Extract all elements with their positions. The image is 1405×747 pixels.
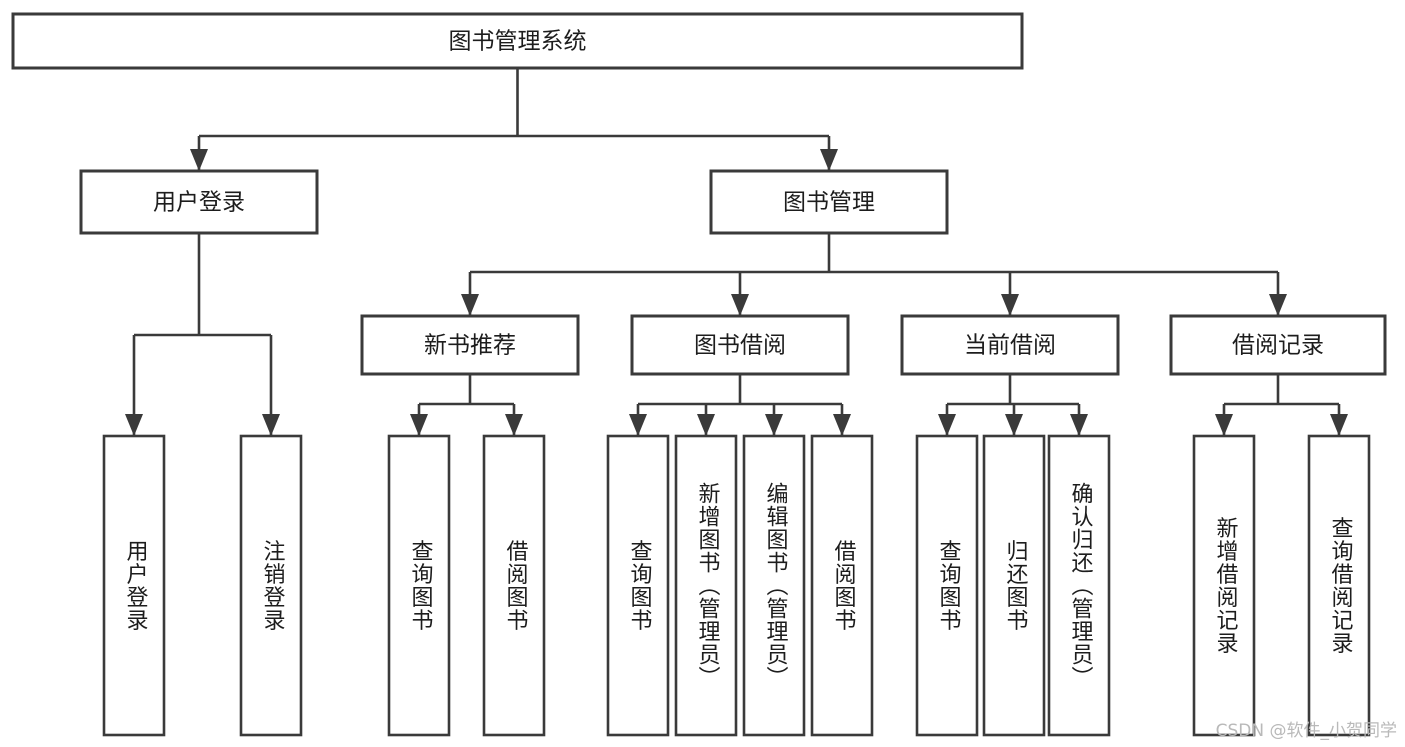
node-label-leaf-add-record: 新增借阅记录 (1213, 517, 1239, 655)
node-label-leaf-confirm-return: 确认归还（管理员） (1068, 482, 1094, 689)
node-current-borrow[interactable]: 当前借阅 (900, 314, 1120, 376)
node-label-user-login: 用户登录 (153, 190, 245, 216)
node-box-leaf-return-book[interactable] (982, 434, 1046, 737)
node-label-leaf-borrow-book-bb: 借阅图书 (831, 540, 857, 632)
node-label-borrow-record: 借阅记录 (1232, 333, 1324, 359)
node-leaf-add-book[interactable]: 新增图书（管理员） (674, 434, 738, 737)
node-label-leaf-logout: 注销登录 (260, 540, 286, 632)
arrow-head (1005, 414, 1023, 436)
node-box-new-book-recommend[interactable] (360, 314, 580, 376)
node-label-leaf-user-login: 用户登录 (123, 540, 149, 632)
node-box-book-borrow[interactable] (630, 314, 850, 376)
arrow-head (125, 414, 143, 436)
arrow-head (1215, 414, 1233, 436)
node-leaf-borrow-book-nbr[interactable]: 借阅图书 (482, 434, 546, 737)
node-leaf-query-book-cb[interactable]: 查询图书 (915, 434, 979, 737)
node-leaf-confirm-return[interactable]: 确认归还（管理员） (1047, 434, 1111, 737)
node-leaf-edit-book[interactable]: 编辑图书（管理员） (742, 434, 806, 737)
arrow-head (410, 414, 428, 436)
node-label-leaf-query-book-bb: 查询图书 (627, 540, 653, 632)
edge-group-book-borrow (629, 374, 851, 436)
arrow-head (190, 149, 208, 171)
node-label-new-book-recommend: 新书推荐 (424, 333, 516, 359)
node-box-leaf-user-login[interactable] (102, 434, 166, 737)
node-box-leaf-query-book-nbr[interactable] (387, 434, 451, 737)
arrow-head (697, 414, 715, 436)
node-root[interactable]: 图书管理系统 (11, 12, 1024, 70)
node-label-leaf-query-book-cb: 查询图书 (936, 540, 962, 632)
node-box-leaf-add-book[interactable] (674, 434, 738, 737)
arrow-head (505, 414, 523, 436)
nodes-layer: 图书管理系统用户登录图书管理新书推荐图书借阅当前借阅借阅记录用户登录注销登录查询… (11, 12, 1387, 737)
edge-group-borrow-record (1215, 374, 1348, 436)
arrow-head (262, 414, 280, 436)
node-box-leaf-add-record[interactable] (1192, 434, 1256, 737)
node-leaf-return-book[interactable]: 归还图书 (982, 434, 1046, 737)
node-box-leaf-edit-book[interactable] (742, 434, 806, 737)
node-box-borrow-record[interactable] (1169, 314, 1387, 376)
node-label-root: 图书管理系统 (449, 29, 587, 55)
node-box-user-login[interactable] (79, 169, 319, 235)
csdn-watermark: CSDN @软件_小贺同学 (1215, 721, 1397, 741)
edge-group-new-book-recommend (410, 374, 523, 436)
node-label-leaf-return-book: 归还图书 (1003, 540, 1029, 632)
edge-group-user-login (125, 233, 280, 436)
node-label-leaf-query-record: 查询借阅记录 (1328, 517, 1354, 655)
node-box-leaf-query-book-bb[interactable] (606, 434, 670, 737)
node-box-current-borrow[interactable] (900, 314, 1120, 376)
node-box-leaf-borrow-book-bb[interactable] (810, 434, 874, 737)
arrow-head (1330, 414, 1348, 436)
edge-group-root (190, 68, 838, 171)
node-box-root[interactable] (11, 12, 1024, 70)
node-leaf-add-record[interactable]: 新增借阅记录 (1192, 434, 1256, 737)
arrow-head (1070, 414, 1088, 436)
node-leaf-query-book-bb[interactable]: 查询图书 (606, 434, 670, 737)
edge-group-book-manage (461, 233, 1287, 316)
node-box-leaf-query-book-cb[interactable] (915, 434, 979, 737)
node-box-leaf-confirm-return[interactable] (1047, 434, 1111, 737)
arrow-head (731, 294, 749, 316)
node-book-manage[interactable]: 图书管理 (709, 169, 949, 235)
node-leaf-query-book-nbr[interactable]: 查询图书 (387, 434, 451, 737)
node-leaf-logout[interactable]: 注销登录 (239, 434, 303, 737)
node-leaf-query-record[interactable]: 查询借阅记录 (1307, 434, 1371, 737)
node-leaf-user-login[interactable]: 用户登录 (102, 434, 166, 737)
arrow-head (833, 414, 851, 436)
arrow-head (1269, 294, 1287, 316)
node-label-leaf-edit-book: 编辑图书（管理员） (763, 482, 789, 689)
arrow-head (1001, 294, 1019, 316)
node-label-leaf-borrow-book-nbr: 借阅图书 (503, 540, 529, 632)
arrow-head (820, 149, 838, 171)
node-box-leaf-logout[interactable] (239, 434, 303, 737)
node-box-book-manage[interactable] (709, 169, 949, 235)
node-label-book-borrow: 图书借阅 (694, 333, 786, 359)
node-label-current-borrow: 当前借阅 (964, 333, 1056, 359)
arrow-head (461, 294, 479, 316)
edge-group-current-borrow (938, 374, 1088, 436)
node-new-book-recommend[interactable]: 新书推荐 (360, 314, 580, 376)
node-user-login[interactable]: 用户登录 (79, 169, 319, 235)
node-label-leaf-add-book: 新增图书（管理员） (695, 482, 721, 689)
node-book-borrow[interactable]: 图书借阅 (630, 314, 850, 376)
node-box-leaf-query-record[interactable] (1307, 434, 1371, 737)
node-label-leaf-query-book-nbr: 查询图书 (408, 540, 434, 632)
node-box-leaf-borrow-book-nbr[interactable] (482, 434, 546, 737)
node-leaf-borrow-book-bb[interactable]: 借阅图书 (810, 434, 874, 737)
edges-layer (125, 68, 1348, 436)
node-borrow-record[interactable]: 借阅记录 (1169, 314, 1387, 376)
node-label-book-manage: 图书管理 (783, 190, 875, 216)
arrow-head (938, 414, 956, 436)
arrow-head (765, 414, 783, 436)
arrow-head (629, 414, 647, 436)
